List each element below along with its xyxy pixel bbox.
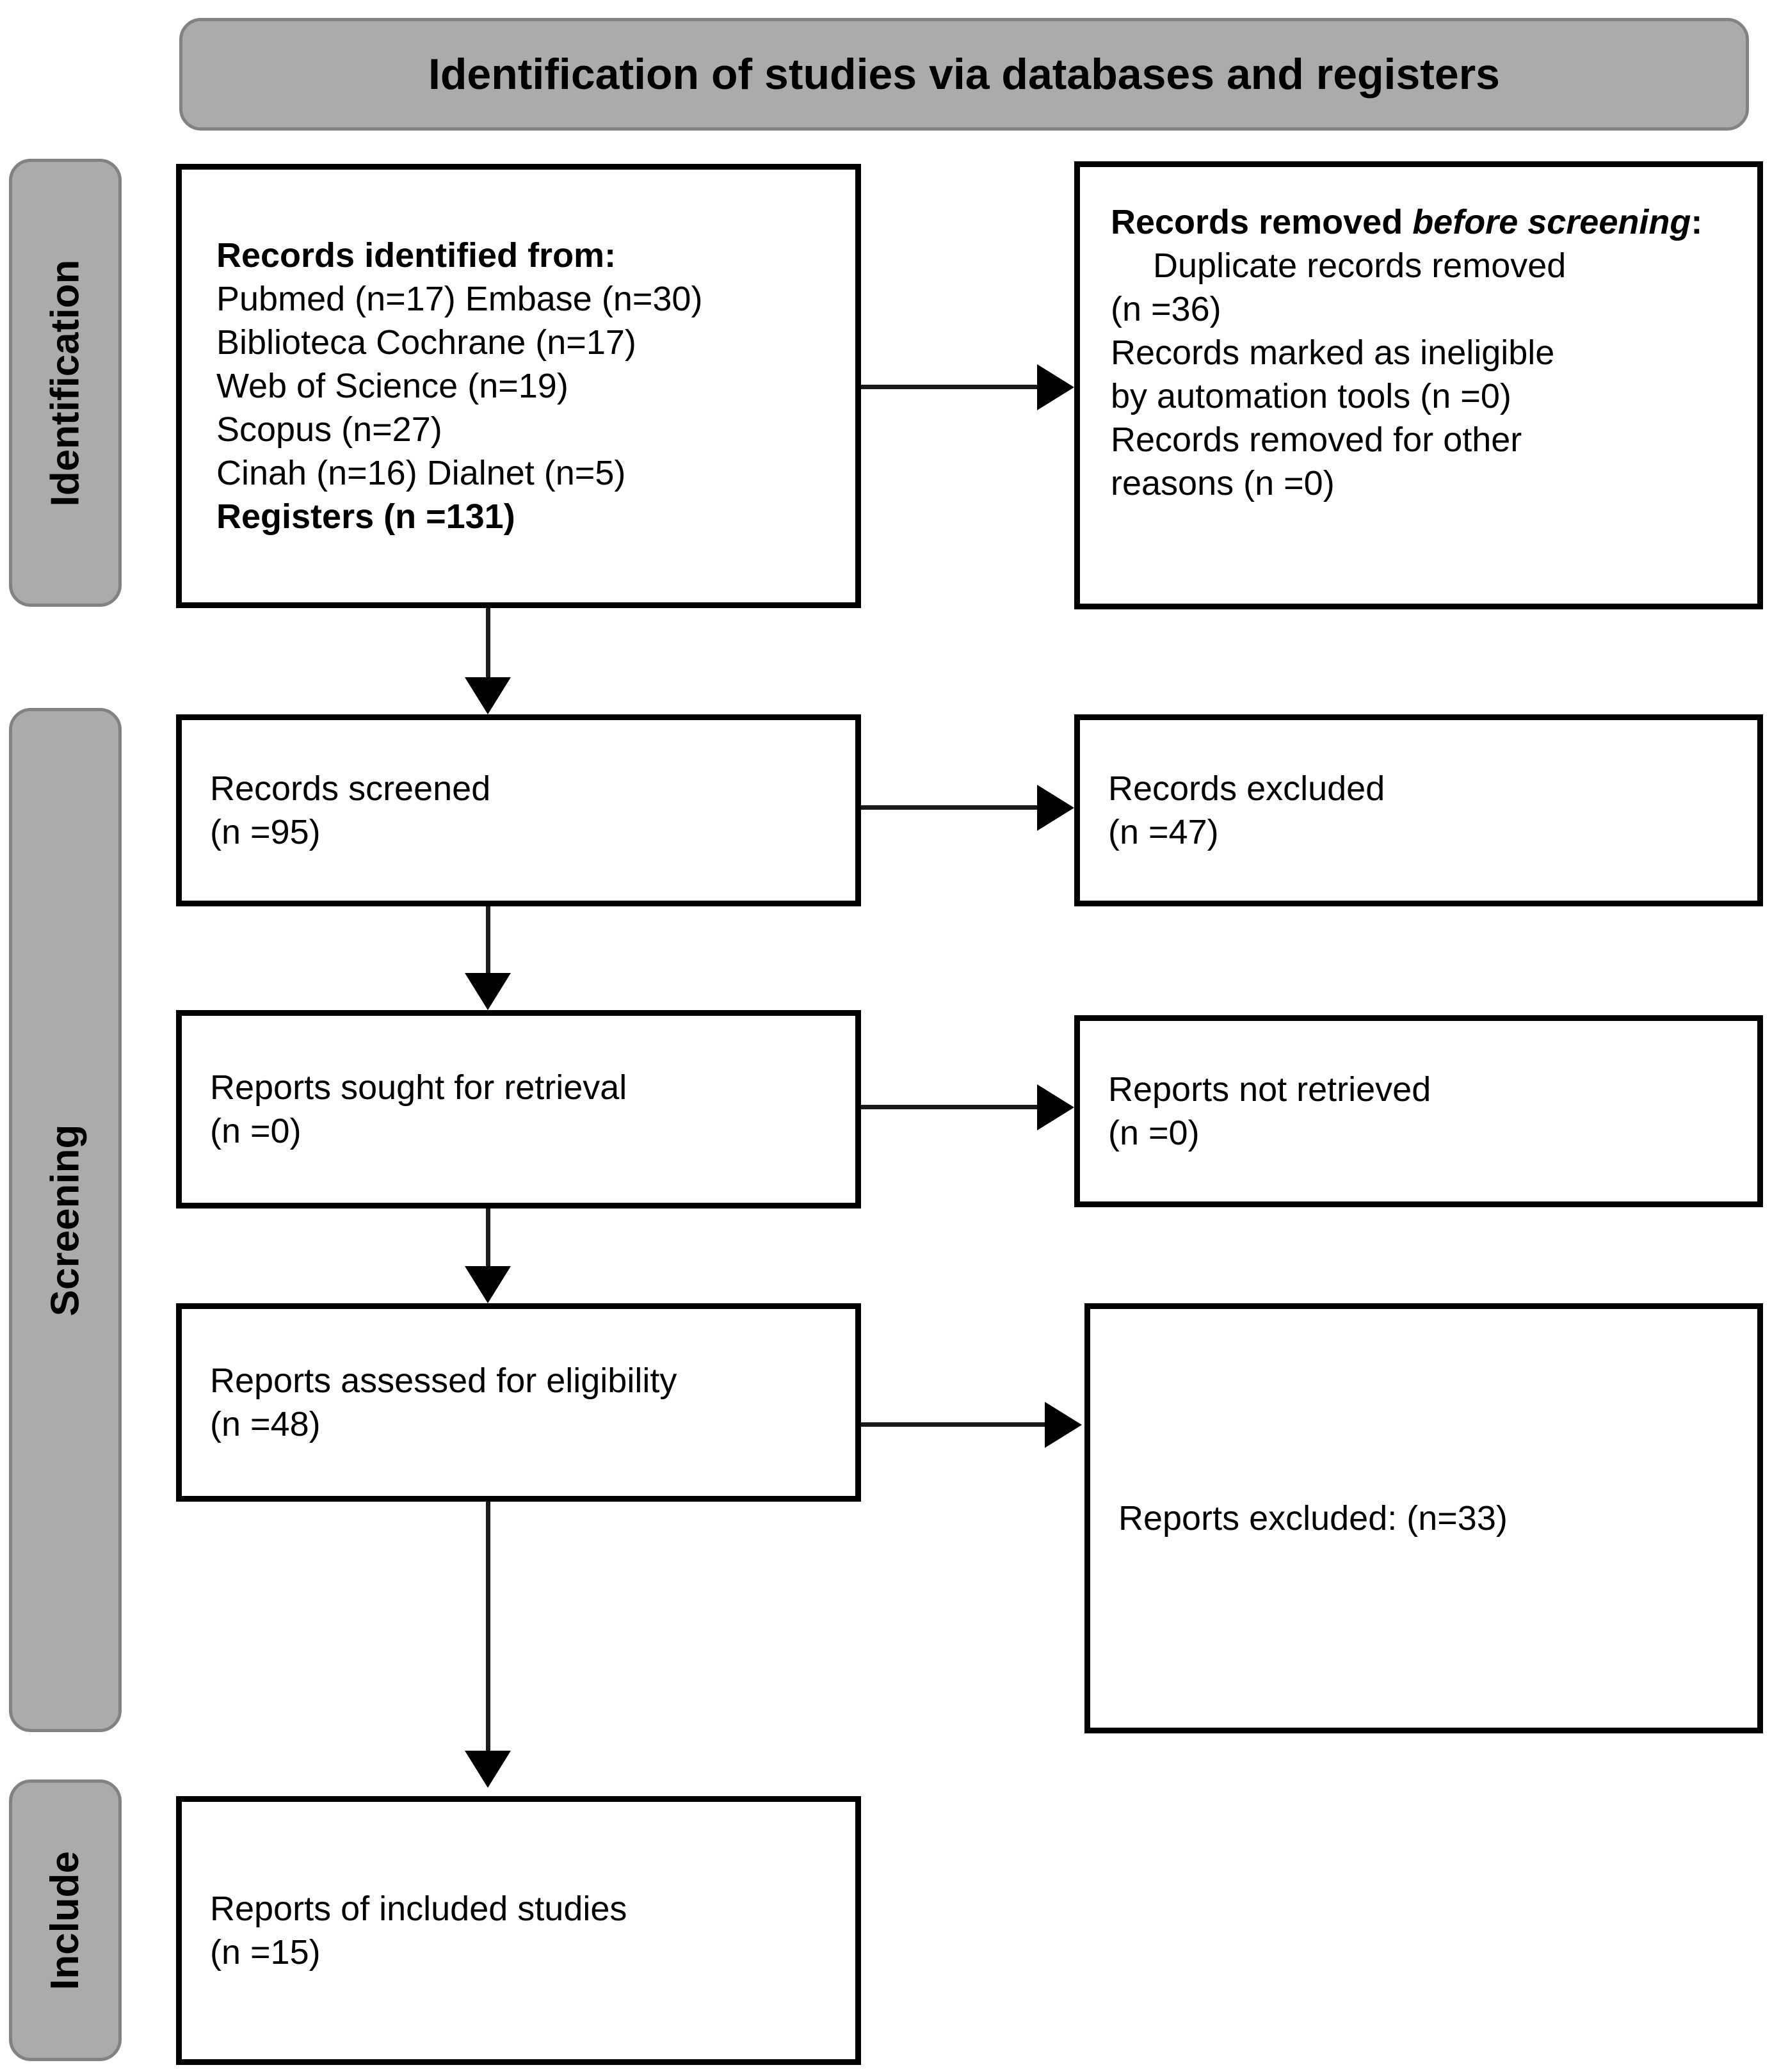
connector-arrowhead-assessed-to-reports-excluded <box>1045 1402 1082 1448</box>
records-removed-heading-colon: : <box>1691 203 1703 241</box>
stage-label-identification-text: Identification <box>43 259 88 506</box>
records-identified-source-0: Pubmed (n=17) Embase (n=30) <box>216 280 703 318</box>
box-records-identified: Records identified from: Pubmed (n=17) E… <box>176 164 861 608</box>
stage-label-identification: Identification <box>9 159 122 607</box>
connector-arrowhead-identified-to-screened <box>465 677 511 714</box>
stage-label-included: Include <box>9 1779 122 2061</box>
records-removed-heading-italic: before screening <box>1412 203 1691 241</box>
records-excluded-label: Records excluded <box>1108 769 1385 808</box>
records-excluded-count: (n =47) <box>1108 813 1219 851</box>
reports-not-retrieved-count: (n =0) <box>1108 1114 1200 1152</box>
connector-arrowhead-identified-to-removed <box>1037 364 1074 410</box>
records-removed-item-0: Duplicate records removed <box>1153 246 1567 285</box>
box-records-screened: Records screened (n =95) <box>176 714 861 906</box>
reports-excluded-label: Reports excluded: (n=33) <box>1118 1499 1508 1538</box>
reports-sought-count: (n =0) <box>210 1112 302 1150</box>
box-records-excluded: Records excluded (n =47) <box>1074 714 1763 906</box>
stage-label-screening: Screening <box>9 708 122 1732</box>
connector-arrowhead-assessed-to-included <box>465 1751 511 1788</box>
reports-assessed-count: (n =48) <box>210 1405 321 1443</box>
connector-line-sought-to-assessed <box>486 1209 490 1279</box>
diagram-title-banner: Identification of studies via databases … <box>179 18 1749 131</box>
records-identified-heading: Records identified from: <box>216 236 616 275</box>
box-reports-assessed-for-eligibility: Reports assessed for eligibility (n =48) <box>176 1303 861 1502</box>
reports-sought-label: Reports sought for retrieval <box>210 1068 627 1107</box>
connector-arrowhead-sought-to-assessed <box>465 1266 511 1303</box>
box-records-removed-before-screening: Records removed before screening: Duplic… <box>1074 161 1763 609</box>
box-reports-of-included-studies: Reports of included studies (n =15) <box>176 1796 861 2065</box>
reports-not-retrieved-label: Reports not retrieved <box>1108 1070 1431 1109</box>
records-identified-registers: Registers (n =131) <box>216 497 515 536</box>
stage-label-included-text: Include <box>43 1851 88 1990</box>
records-removed-item-5: reasons (n =0) <box>1111 464 1335 502</box>
records-screened-count: (n =95) <box>210 813 321 851</box>
reports-included-label: Reports of included studies <box>210 1890 627 1928</box>
connector-arrowhead-sought-to-not-retrieved <box>1037 1084 1074 1130</box>
connector-line-assessed-to-included <box>486 1502 490 1756</box>
reports-included-count: (n =15) <box>210 1933 321 1972</box>
records-removed-item-1: (n =36) <box>1111 290 1221 328</box>
box-reports-not-retrieved: Reports not retrieved (n =0) <box>1074 1015 1763 1207</box>
connector-line-identified-to-screened <box>486 608 490 682</box>
records-removed-heading: Records removed before screening: <box>1111 200 1746 244</box>
connector-arrowhead-screened-to-sought <box>465 973 511 1010</box>
records-identified-source-1: Biblioteca Cochrane (n=17) <box>216 323 636 362</box>
connector-line-assessed-to-reports-excluded <box>861 1422 1047 1427</box>
reports-assessed-label: Reports assessed for eligibility <box>210 1361 677 1400</box>
records-removed-item-3: by automation tools (n =0) <box>1111 377 1511 415</box>
records-removed-item-4: Records removed for other <box>1111 421 1522 459</box>
connector-line-identified-to-removed <box>861 385 1047 389</box>
connector-arrowhead-screened-to-excluded <box>1037 785 1074 831</box>
records-removed-heading-normal: Records removed <box>1111 203 1413 241</box>
connector-line-sought-to-not-retrieved <box>861 1105 1047 1109</box>
records-removed-item-2: Records marked as ineligible <box>1111 333 1555 372</box>
records-identified-source-4: Cinah (n=16) Dialnet (n=5) <box>216 454 626 492</box>
stage-label-screening-text: Screening <box>43 1124 88 1316</box>
records-screened-label: Records screened <box>210 769 491 808</box>
box-reports-sought-for-retrieval: Reports sought for retrieval (n =0) <box>176 1010 861 1209</box>
connector-line-screened-to-sought <box>486 906 490 978</box>
records-identified-source-2: Web of Science (n=19) <box>216 367 568 405</box>
connector-line-screened-to-excluded <box>861 805 1047 810</box>
records-identified-source-3: Scopus (n=27) <box>216 410 442 449</box>
box-reports-excluded: Reports excluded: (n=33) <box>1084 1303 1763 1733</box>
